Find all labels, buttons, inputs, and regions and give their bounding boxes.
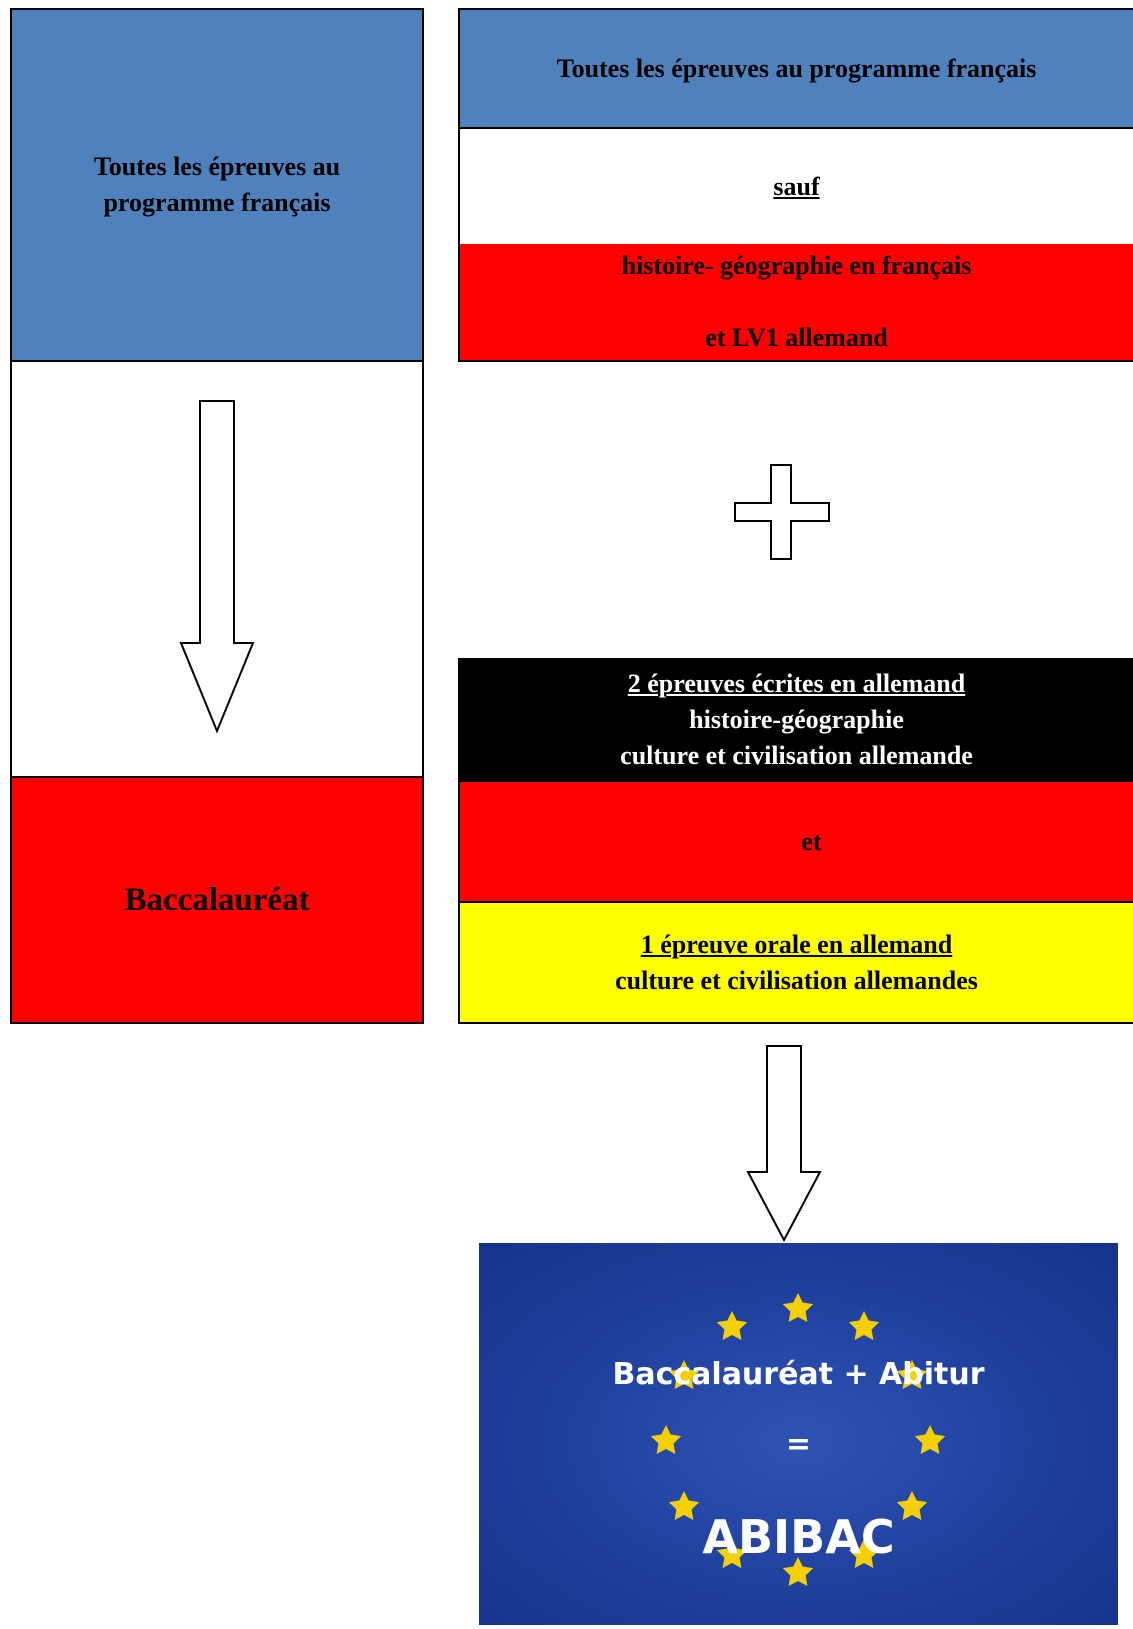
- left-arrow-cell: [12, 360, 422, 778]
- written-exam-item: culture et civilisation allemande: [620, 741, 973, 770]
- left-column: Toutes les épreuves au programme françai…: [10, 8, 424, 1024]
- abibac-title: ABIBAC: [702, 1510, 895, 1564]
- right-heading: Toutes les épreuves au programme françai…: [556, 53, 1037, 83]
- eu-star-icon: [848, 1311, 880, 1340]
- and-cell: et: [460, 780, 1133, 901]
- arrow-down-icon: [179, 400, 255, 734]
- plus-icon: [734, 464, 830, 560]
- except-cell: sauf: [460, 127, 1133, 244]
- left-heading-cell: Toutes les épreuves au programme françai…: [12, 10, 422, 360]
- left-result-cell: Baccalauréat: [12, 778, 422, 1022]
- written-exams-title: 2 épreuves écrites en allemand: [627, 669, 966, 698]
- right-heading-cell: Toutes les épreuves au programme françai…: [460, 10, 1133, 127]
- abibac-panel: Baccalauréat + Abitur = ABIBAC: [479, 1243, 1118, 1625]
- eu-star-icon: [716, 1311, 748, 1340]
- oral-exam-title: 1 épreuve orale en allemand: [640, 929, 953, 959]
- written-exam-item: histoire-géographie: [689, 705, 904, 734]
- left-heading: Toutes les épreuves au programme françai…: [93, 152, 341, 217]
- written-exams-cell: 2 épreuves écrites en allemand histoire-…: [460, 660, 1133, 780]
- equals-sign: =: [785, 1427, 812, 1462]
- oral-exam-cell: 1 épreuve orale en allemand culture et c…: [460, 901, 1133, 1022]
- right-top-box: Toutes les épreuves au programme françai…: [458, 8, 1133, 362]
- except-items-cell: histoire- géographie en français et LV1 …: [460, 244, 1133, 360]
- arrow-down-icon: [746, 1045, 822, 1243]
- eu-star-icon: [782, 1293, 814, 1322]
- right-bottom-box: 2 épreuves écrites en allemand histoire-…: [458, 658, 1133, 1024]
- abibac-formula: Baccalauréat + Abitur: [612, 1357, 985, 1392]
- except-item: et LV1 allemand: [705, 323, 888, 352]
- except-item: histoire- géographie en français: [621, 251, 972, 280]
- except-label: sauf: [773, 171, 820, 201]
- oral-exam-item: culture et civilisation allemandes: [615, 965, 978, 995]
- left-result: Baccalauréat: [124, 881, 310, 918]
- and-label: et: [801, 826, 822, 856]
